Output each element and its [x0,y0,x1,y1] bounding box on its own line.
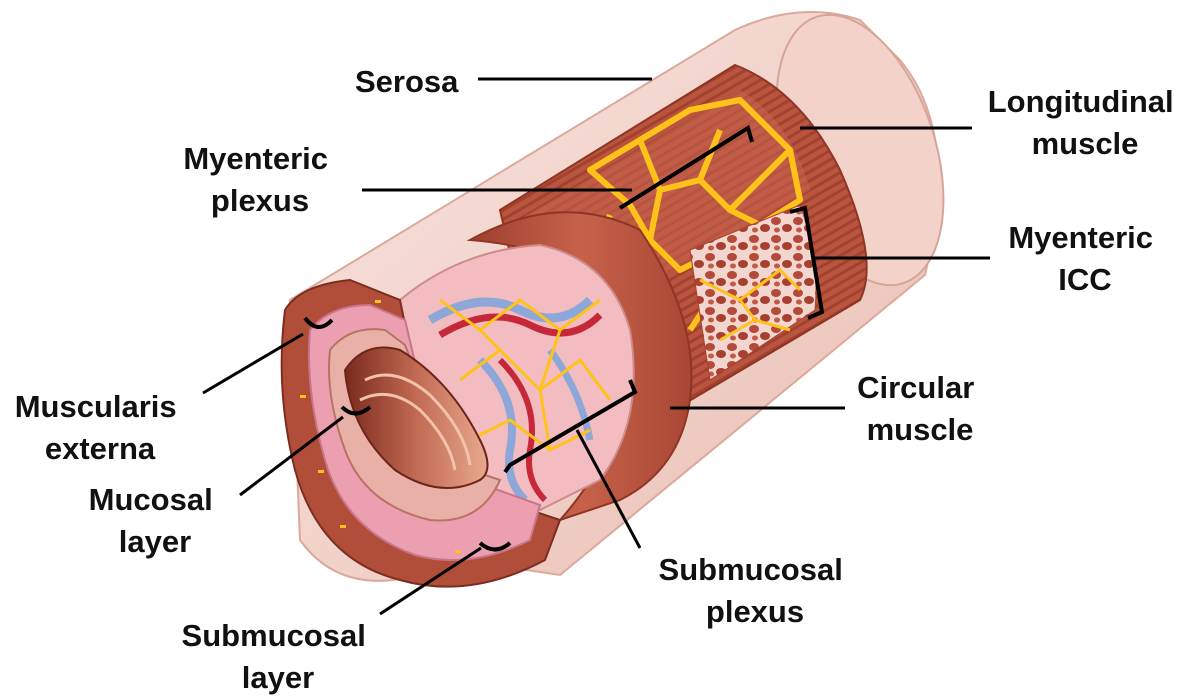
label-serosa: Serosa [355,64,459,99]
label-submucosal-plexus: Submucosal plexus [659,552,852,629]
label-longitudinal-muscle: Longitudinal muscle [988,84,1183,161]
label-myenteric-icc: Myenteric ICC [1008,220,1161,297]
label-myenteric-plexus: Myenteric plexus [183,141,336,218]
label-mucosal-layer: Mucosal layer [89,482,222,559]
label-circular-muscle: Circular muscle [857,370,983,447]
label-submucosal-layer: Submucosal layer [182,618,375,695]
label-muscularis-externa: Muscularis externa [15,389,186,466]
